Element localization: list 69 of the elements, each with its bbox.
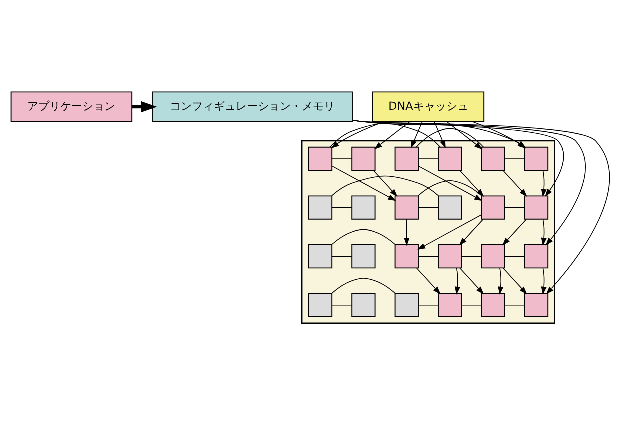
connector [330, 122, 441, 148]
connector [332, 228, 396, 245]
node-box: アプリケーション [10, 91, 133, 122]
connector [332, 175, 440, 196]
node-box [524, 244, 549, 268]
node-box: DNAキャッシュ [372, 91, 485, 122]
arrow [132, 100, 158, 112]
arrow [332, 165, 396, 201]
node-box [481, 146, 506, 171]
node-box [308, 292, 333, 317]
connector [504, 304, 526, 306]
node-box [438, 146, 462, 171]
node-box [438, 244, 462, 268]
node-box [352, 292, 376, 317]
arrow [502, 218, 527, 246]
node-box [394, 146, 419, 171]
arrow [404, 218, 410, 246]
arrow [416, 267, 441, 294]
arrow [411, 120, 423, 148]
arrow [418, 214, 482, 250]
arrow [418, 165, 483, 201]
node-box [524, 146, 549, 171]
connector [504, 158, 526, 159]
arrow [331, 120, 385, 148]
node-box [438, 195, 462, 220]
connector [332, 206, 352, 208]
arrow [459, 218, 484, 246]
connector [332, 304, 352, 306]
connector [418, 158, 439, 159]
arrow [541, 218, 547, 246]
node-box [352, 244, 376, 268]
arrow [446, 121, 483, 150]
node-box [394, 292, 419, 317]
arrow [373, 170, 398, 196]
connector [504, 206, 526, 208]
node-box [308, 244, 333, 268]
node-box [352, 146, 376, 171]
connector [462, 304, 482, 306]
arrow [502, 267, 528, 294]
node-box [524, 292, 549, 317]
arrow [460, 170, 484, 196]
node-box [308, 195, 333, 220]
connector [416, 128, 484, 148]
node-box [481, 195, 506, 220]
connector [418, 206, 439, 208]
node-box [352, 195, 376, 220]
connector [332, 158, 352, 159]
arrow [498, 267, 504, 294]
arrow [352, 120, 564, 197]
arrow [541, 267, 547, 294]
node-box [394, 244, 419, 268]
arrow [502, 170, 528, 196]
connector [332, 278, 396, 294]
node-box [394, 195, 419, 220]
node-box [438, 292, 462, 317]
arrow [352, 120, 610, 294]
arrow [460, 267, 484, 294]
node-box [308, 146, 333, 171]
arrow [352, 120, 586, 246]
arrow [541, 170, 547, 197]
node-box [481, 292, 506, 317]
node-box [481, 244, 506, 268]
connector [418, 304, 439, 306]
arrow [434, 120, 446, 148]
connector [418, 180, 482, 196]
node-box [524, 195, 549, 220]
arrow [454, 267, 460, 294]
arrow [374, 121, 410, 150]
node-box: コンフィギュレーション・メモリ [152, 91, 353, 122]
